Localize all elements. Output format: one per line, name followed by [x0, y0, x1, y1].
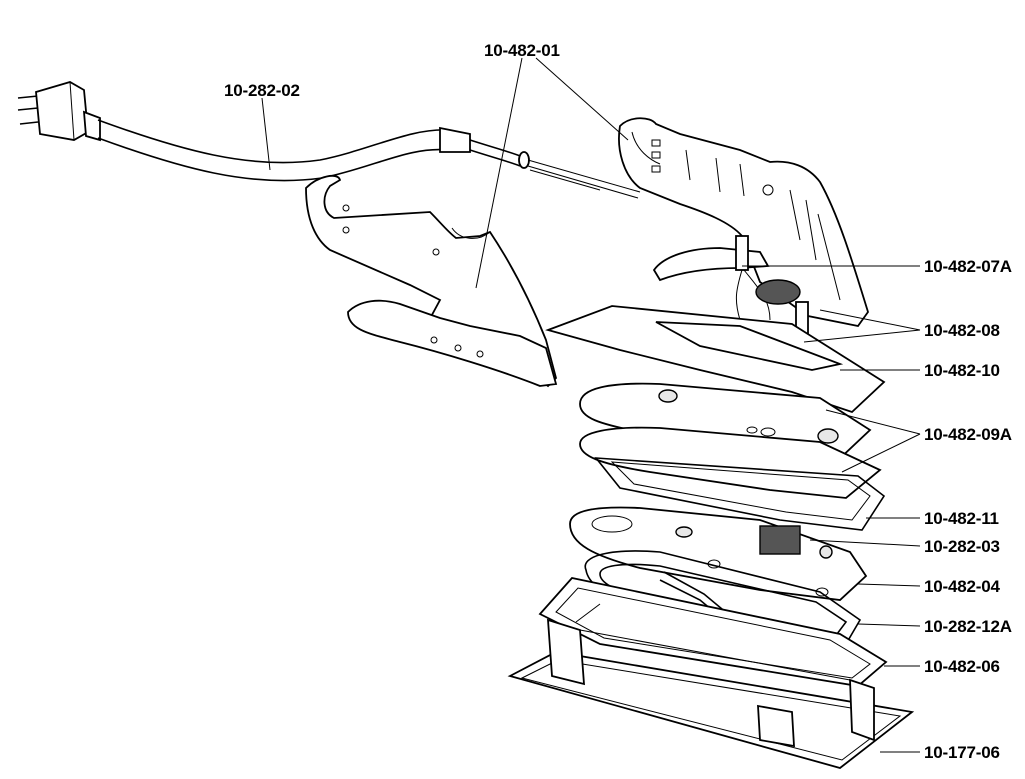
label-terminal-plate: 10-482-10	[924, 361, 1000, 380]
label-insulators: 10-482-09A	[924, 425, 1012, 444]
terminal-plate-drawing	[545, 305, 886, 414]
power-cord-drawing	[17, 81, 641, 199]
soleplate-drawing	[538, 577, 888, 687]
label-handle-halves: 10-482-01	[484, 41, 560, 60]
label-pressure-plate: 10-482-04	[924, 577, 1000, 596]
base-stand-drawing	[507, 603, 915, 769]
leader-lines	[261, 57, 921, 753]
label-base-stand: 10-177-06	[924, 743, 1000, 762]
label-power-cord: 10-282-02	[224, 81, 300, 100]
label-gasket: 10-482-11	[924, 509, 999, 528]
label-thumb-rest: 10-482-07A	[924, 257, 1012, 276]
insulator-plates-drawing	[579, 382, 882, 499]
label-thermostat-control: 10-282-03	[924, 537, 1000, 556]
gasket-drawing	[594, 457, 886, 531]
handle-left-half-drawing	[305, 174, 558, 388]
pressure-plate-drawing	[569, 506, 868, 601]
label-heating-element: 10-282-12A	[924, 617, 1012, 636]
handle-right-half-drawing	[618, 117, 869, 327]
label-thermostat: 10-482-08	[924, 321, 1000, 340]
label-soleplate: 10-482-06	[924, 657, 1000, 676]
part-labels: 10-282-02 10-482-01 10-482-07A 10-482-08…	[224, 41, 1012, 762]
